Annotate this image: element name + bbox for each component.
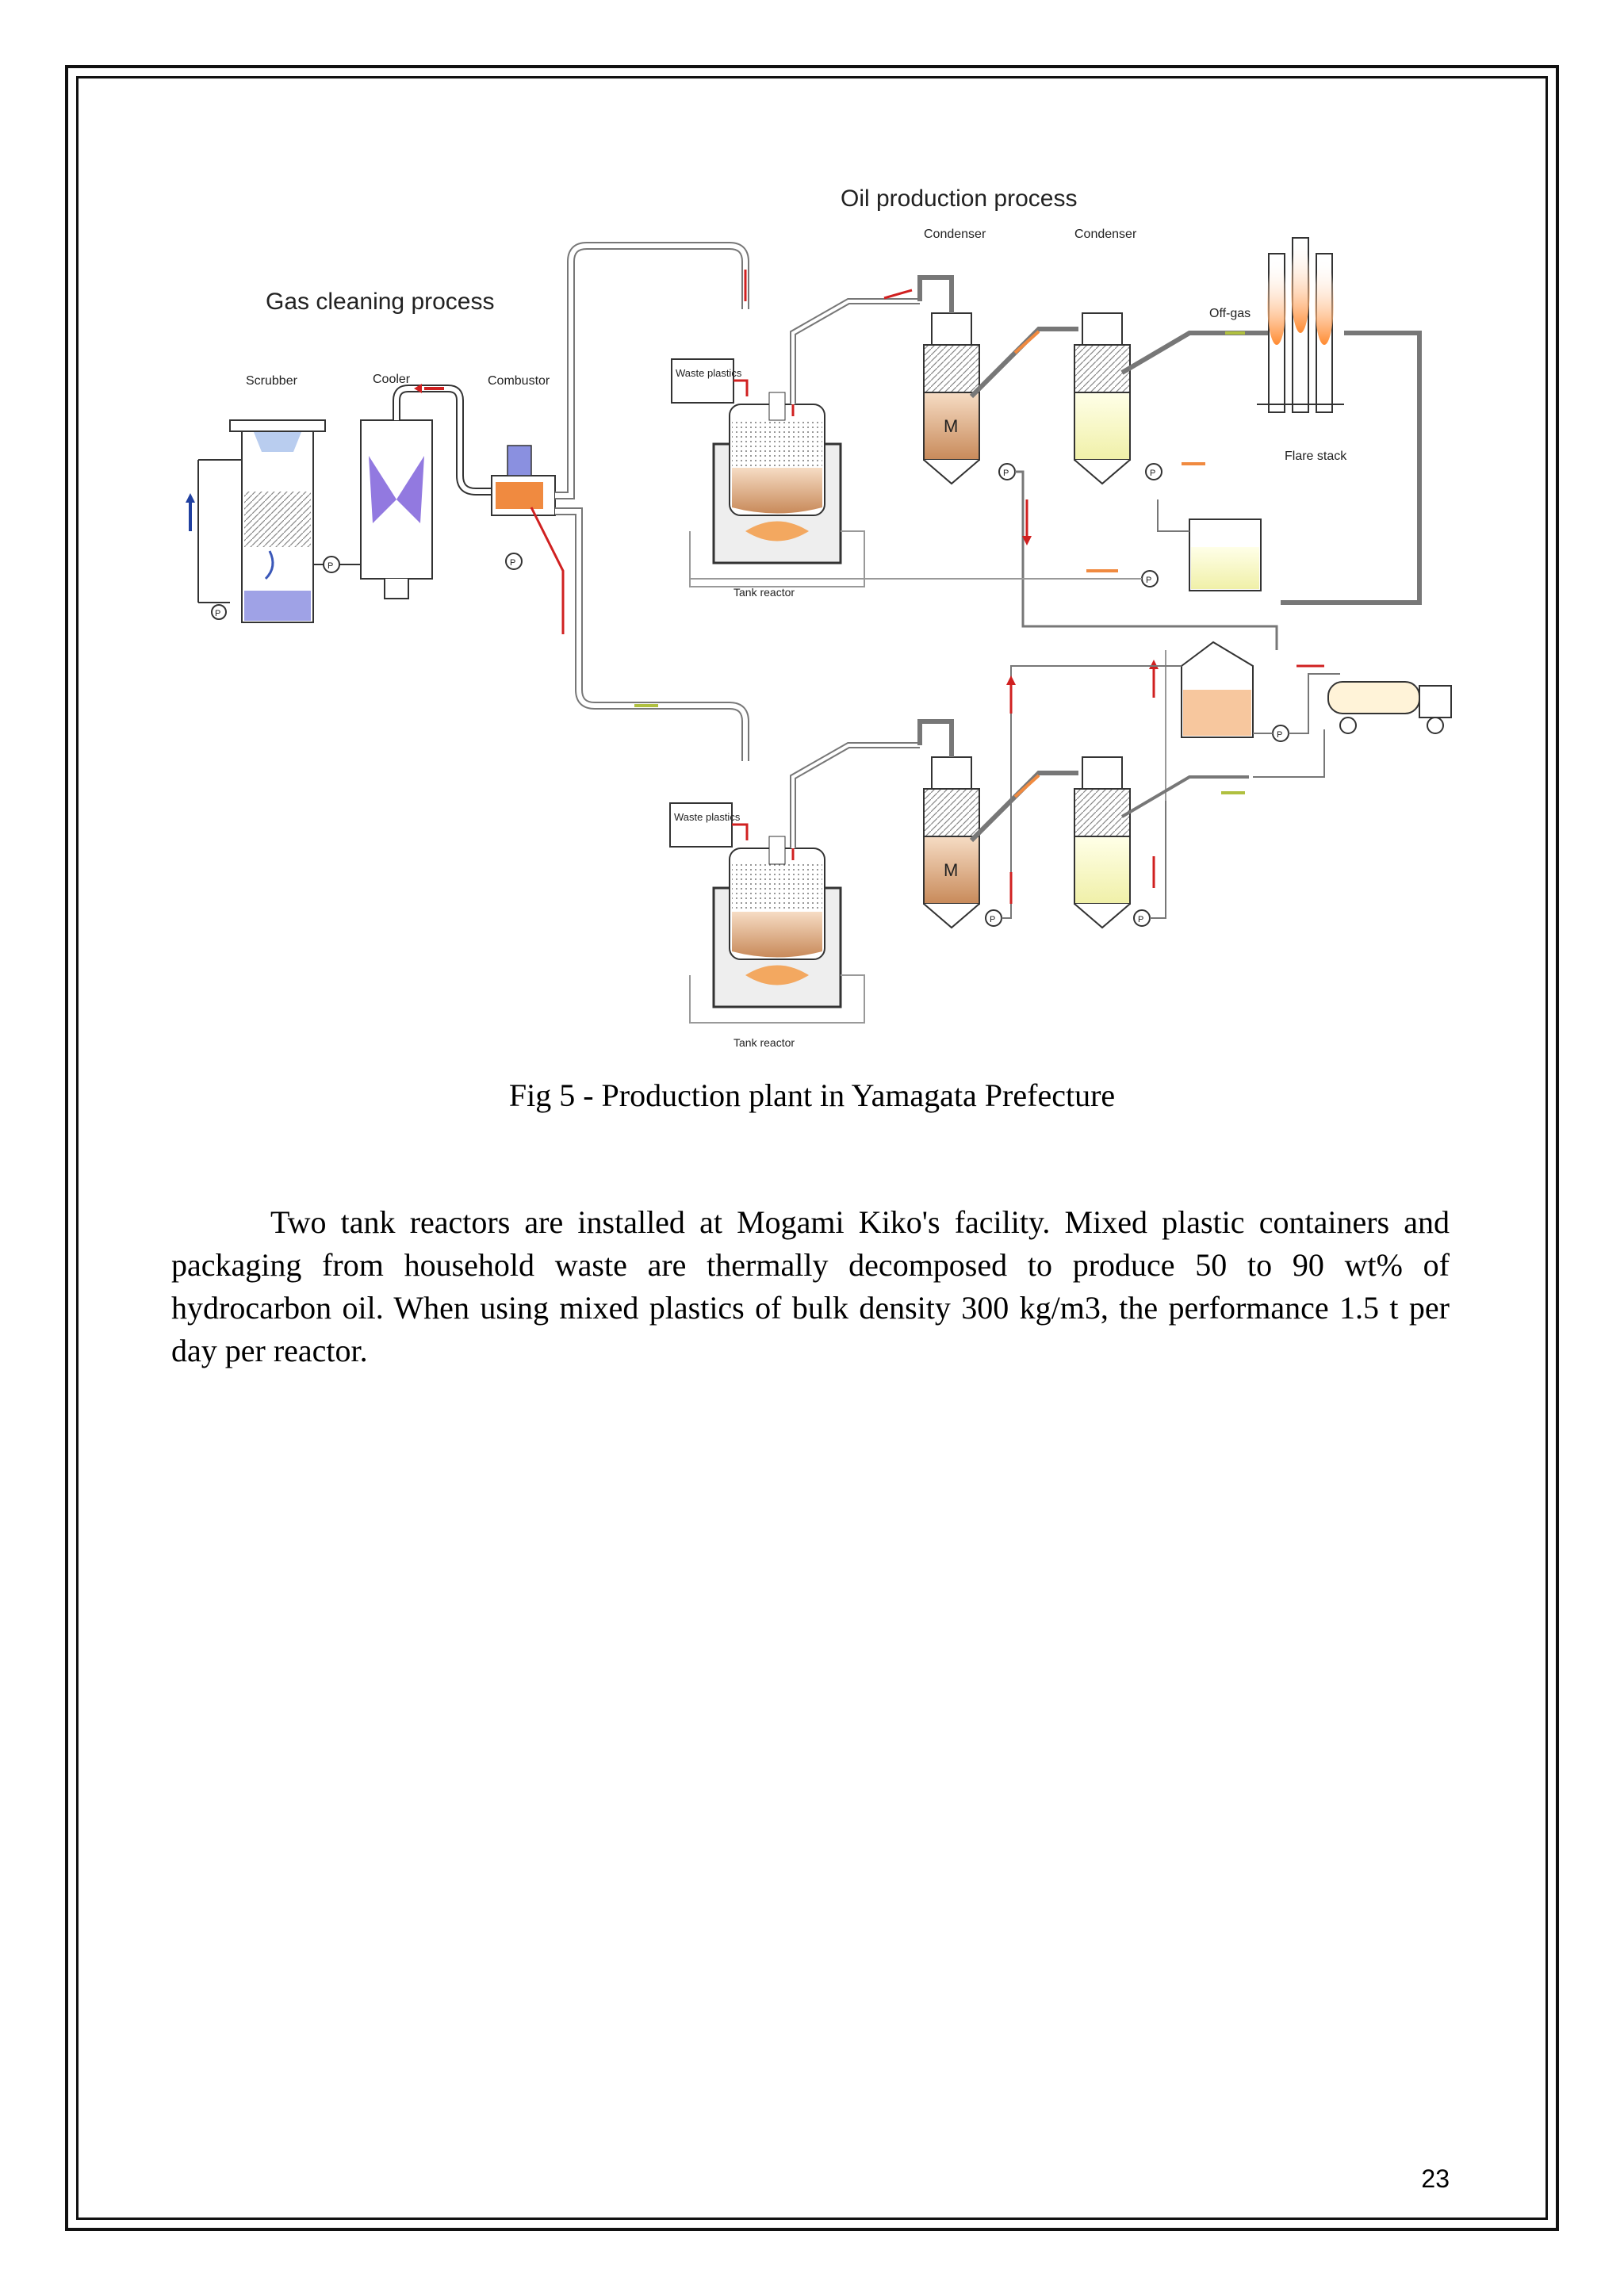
waste-plastics-box-1: Waste plastics (671, 358, 742, 404)
waste-plastics-box-2: Waste plastics (669, 802, 741, 848)
tank-reactor-1 (712, 388, 842, 564)
condenser-2 (1074, 312, 1131, 485)
tank-reactor-label-1: Tank reactor (733, 586, 795, 599)
pump-letter: P (215, 609, 220, 618)
page-border-outer (65, 65, 1559, 2231)
flare-stack-label: Flare stack (1285, 450, 1347, 463)
cooler-label: Cooler (373, 373, 411, 386)
receiver-tank (1189, 519, 1262, 591)
svg-text:Waste plastics: Waste plastics (676, 367, 742, 379)
svg-text:M: M (944, 860, 958, 880)
pump-letter: P (1138, 915, 1143, 924)
condenser-4 (1074, 756, 1131, 929)
tank-reactor-2 (712, 832, 842, 1008)
oil-production-title: Oil production process (841, 186, 1077, 212)
condenser-label-1: Condenser (924, 228, 986, 241)
page-border-inner (76, 76, 1548, 2220)
pump-letter: P (990, 915, 995, 924)
figure-caption: Fig 5 - Production plant in Yamagata Pre… (508, 1077, 1116, 1113)
tank-reactor-label-2: Tank reactor (733, 1036, 795, 1049)
pump-letter: P (1150, 469, 1155, 478)
condenser-1: M (923, 312, 980, 485)
scrubber (229, 419, 326, 623)
combustor (491, 445, 556, 516)
off-gas-label: Off-gas (1209, 307, 1251, 320)
scrubber-label: Scrubber (246, 374, 298, 388)
process-diagram: Oil production process Gas cleaning proc… (182, 159, 1467, 1070)
combustor-label: Combustor (488, 374, 550, 388)
pump-letter: P (510, 558, 515, 568)
product-tank (1181, 641, 1254, 738)
pump-letter: P (327, 561, 333, 571)
cooler (360, 419, 433, 599)
condenser-3: M (923, 756, 980, 929)
pump-letter: P (1003, 469, 1009, 478)
pump-letter: P (1277, 730, 1282, 740)
gas-cleaning-title: Gas cleaning process (266, 289, 495, 315)
body-paragraph: Two tank reactors are installed at Mogam… (171, 1204, 1450, 1368)
page-number: 23 (1421, 2164, 1450, 2193)
svg-text:Waste plastics: Waste plastics (674, 811, 741, 823)
pump-letter: P (1146, 576, 1151, 585)
svg-text:M: M (944, 416, 958, 436)
condenser-label-2: Condenser (1074, 228, 1137, 241)
flare-stack (1257, 237, 1344, 413)
tanker-truck (1327, 681, 1452, 734)
